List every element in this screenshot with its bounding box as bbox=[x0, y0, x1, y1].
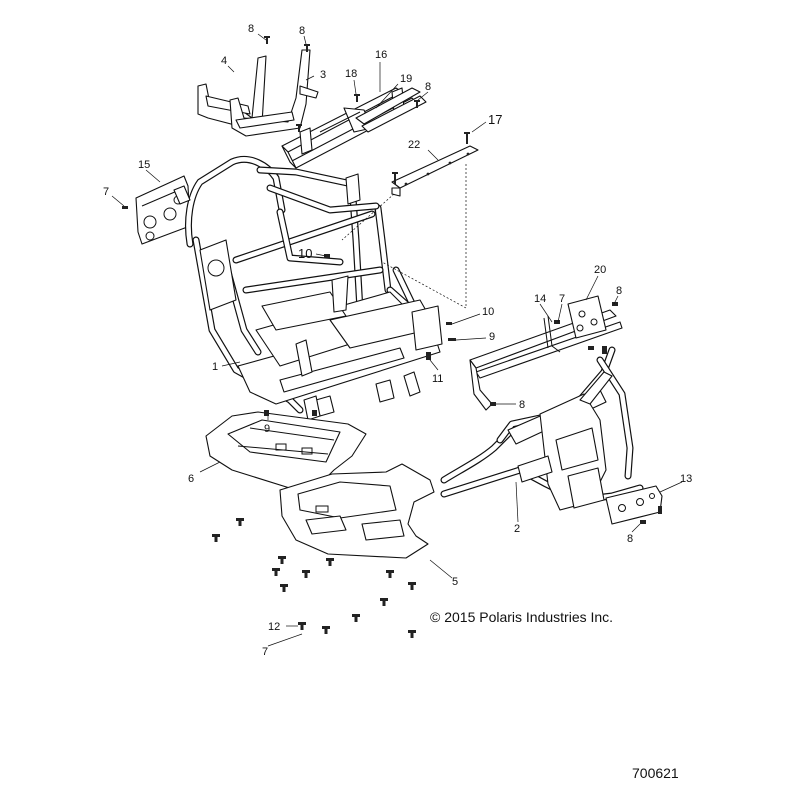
callout-8: 8 bbox=[519, 399, 525, 411]
callouts: 8 8 4 3 16 18 19 8 17 22 15 7 10 20 14 7… bbox=[103, 23, 692, 658]
callout-8: 8 bbox=[248, 23, 254, 35]
callout-13: 13 bbox=[680, 473, 692, 485]
reference-lines bbox=[341, 164, 467, 309]
callout-12: 12 bbox=[268, 621, 280, 633]
callout-1: 1 bbox=[212, 361, 218, 373]
callout-2: 2 bbox=[514, 523, 520, 535]
main-frame-1 bbox=[173, 155, 443, 421]
callout-3: 3 bbox=[320, 69, 326, 81]
callout-6: 6 bbox=[188, 473, 194, 485]
loose-fasteners bbox=[122, 36, 662, 638]
callout-14: 14 bbox=[534, 293, 546, 305]
seat-slider-19 bbox=[355, 87, 427, 133]
callout-18: 18 bbox=[345, 68, 357, 80]
callout-9: 9 bbox=[489, 331, 495, 343]
bracket-plate-15 bbox=[135, 175, 191, 245]
callout-4: 4 bbox=[221, 55, 227, 67]
skid-plate-5 bbox=[279, 463, 435, 559]
callout-7: 7 bbox=[262, 646, 268, 658]
callout-7: 7 bbox=[103, 186, 109, 198]
callout-15: 15 bbox=[138, 159, 150, 171]
skid-plate-6 bbox=[205, 411, 367, 491]
callout-8: 8 bbox=[425, 81, 431, 93]
rear-bracket-20 bbox=[469, 295, 623, 411]
callout-20: 20 bbox=[594, 264, 606, 276]
callout-17: 17 bbox=[488, 112, 502, 127]
callout-8: 8 bbox=[627, 533, 633, 545]
diagram-number: 700621 bbox=[632, 765, 679, 781]
callout-8: 8 bbox=[616, 285, 622, 297]
callout-22: 22 bbox=[408, 139, 420, 151]
callout-11: 11 bbox=[432, 373, 443, 385]
rear-subframe-2 bbox=[440, 346, 644, 511]
rear-link-14 bbox=[543, 315, 561, 353]
callout-10: 10 bbox=[482, 306, 494, 318]
callout-19: 19 bbox=[400, 73, 412, 85]
callout-16: 16 bbox=[375, 49, 387, 61]
copyright-notice: © 2015 Polaris Industries Inc. bbox=[430, 609, 613, 625]
callout-10: 10 bbox=[298, 246, 312, 261]
seat-bracket-3 bbox=[229, 49, 319, 137]
callout-8: 8 bbox=[299, 25, 305, 37]
rear-plate-13 bbox=[605, 485, 663, 525]
leader-lines bbox=[111, 33, 683, 647]
rail-strip-22 bbox=[391, 145, 479, 197]
callout-9: 9 bbox=[264, 423, 270, 435]
callout-5: 5 bbox=[452, 576, 458, 588]
callout-7: 7 bbox=[559, 293, 565, 305]
